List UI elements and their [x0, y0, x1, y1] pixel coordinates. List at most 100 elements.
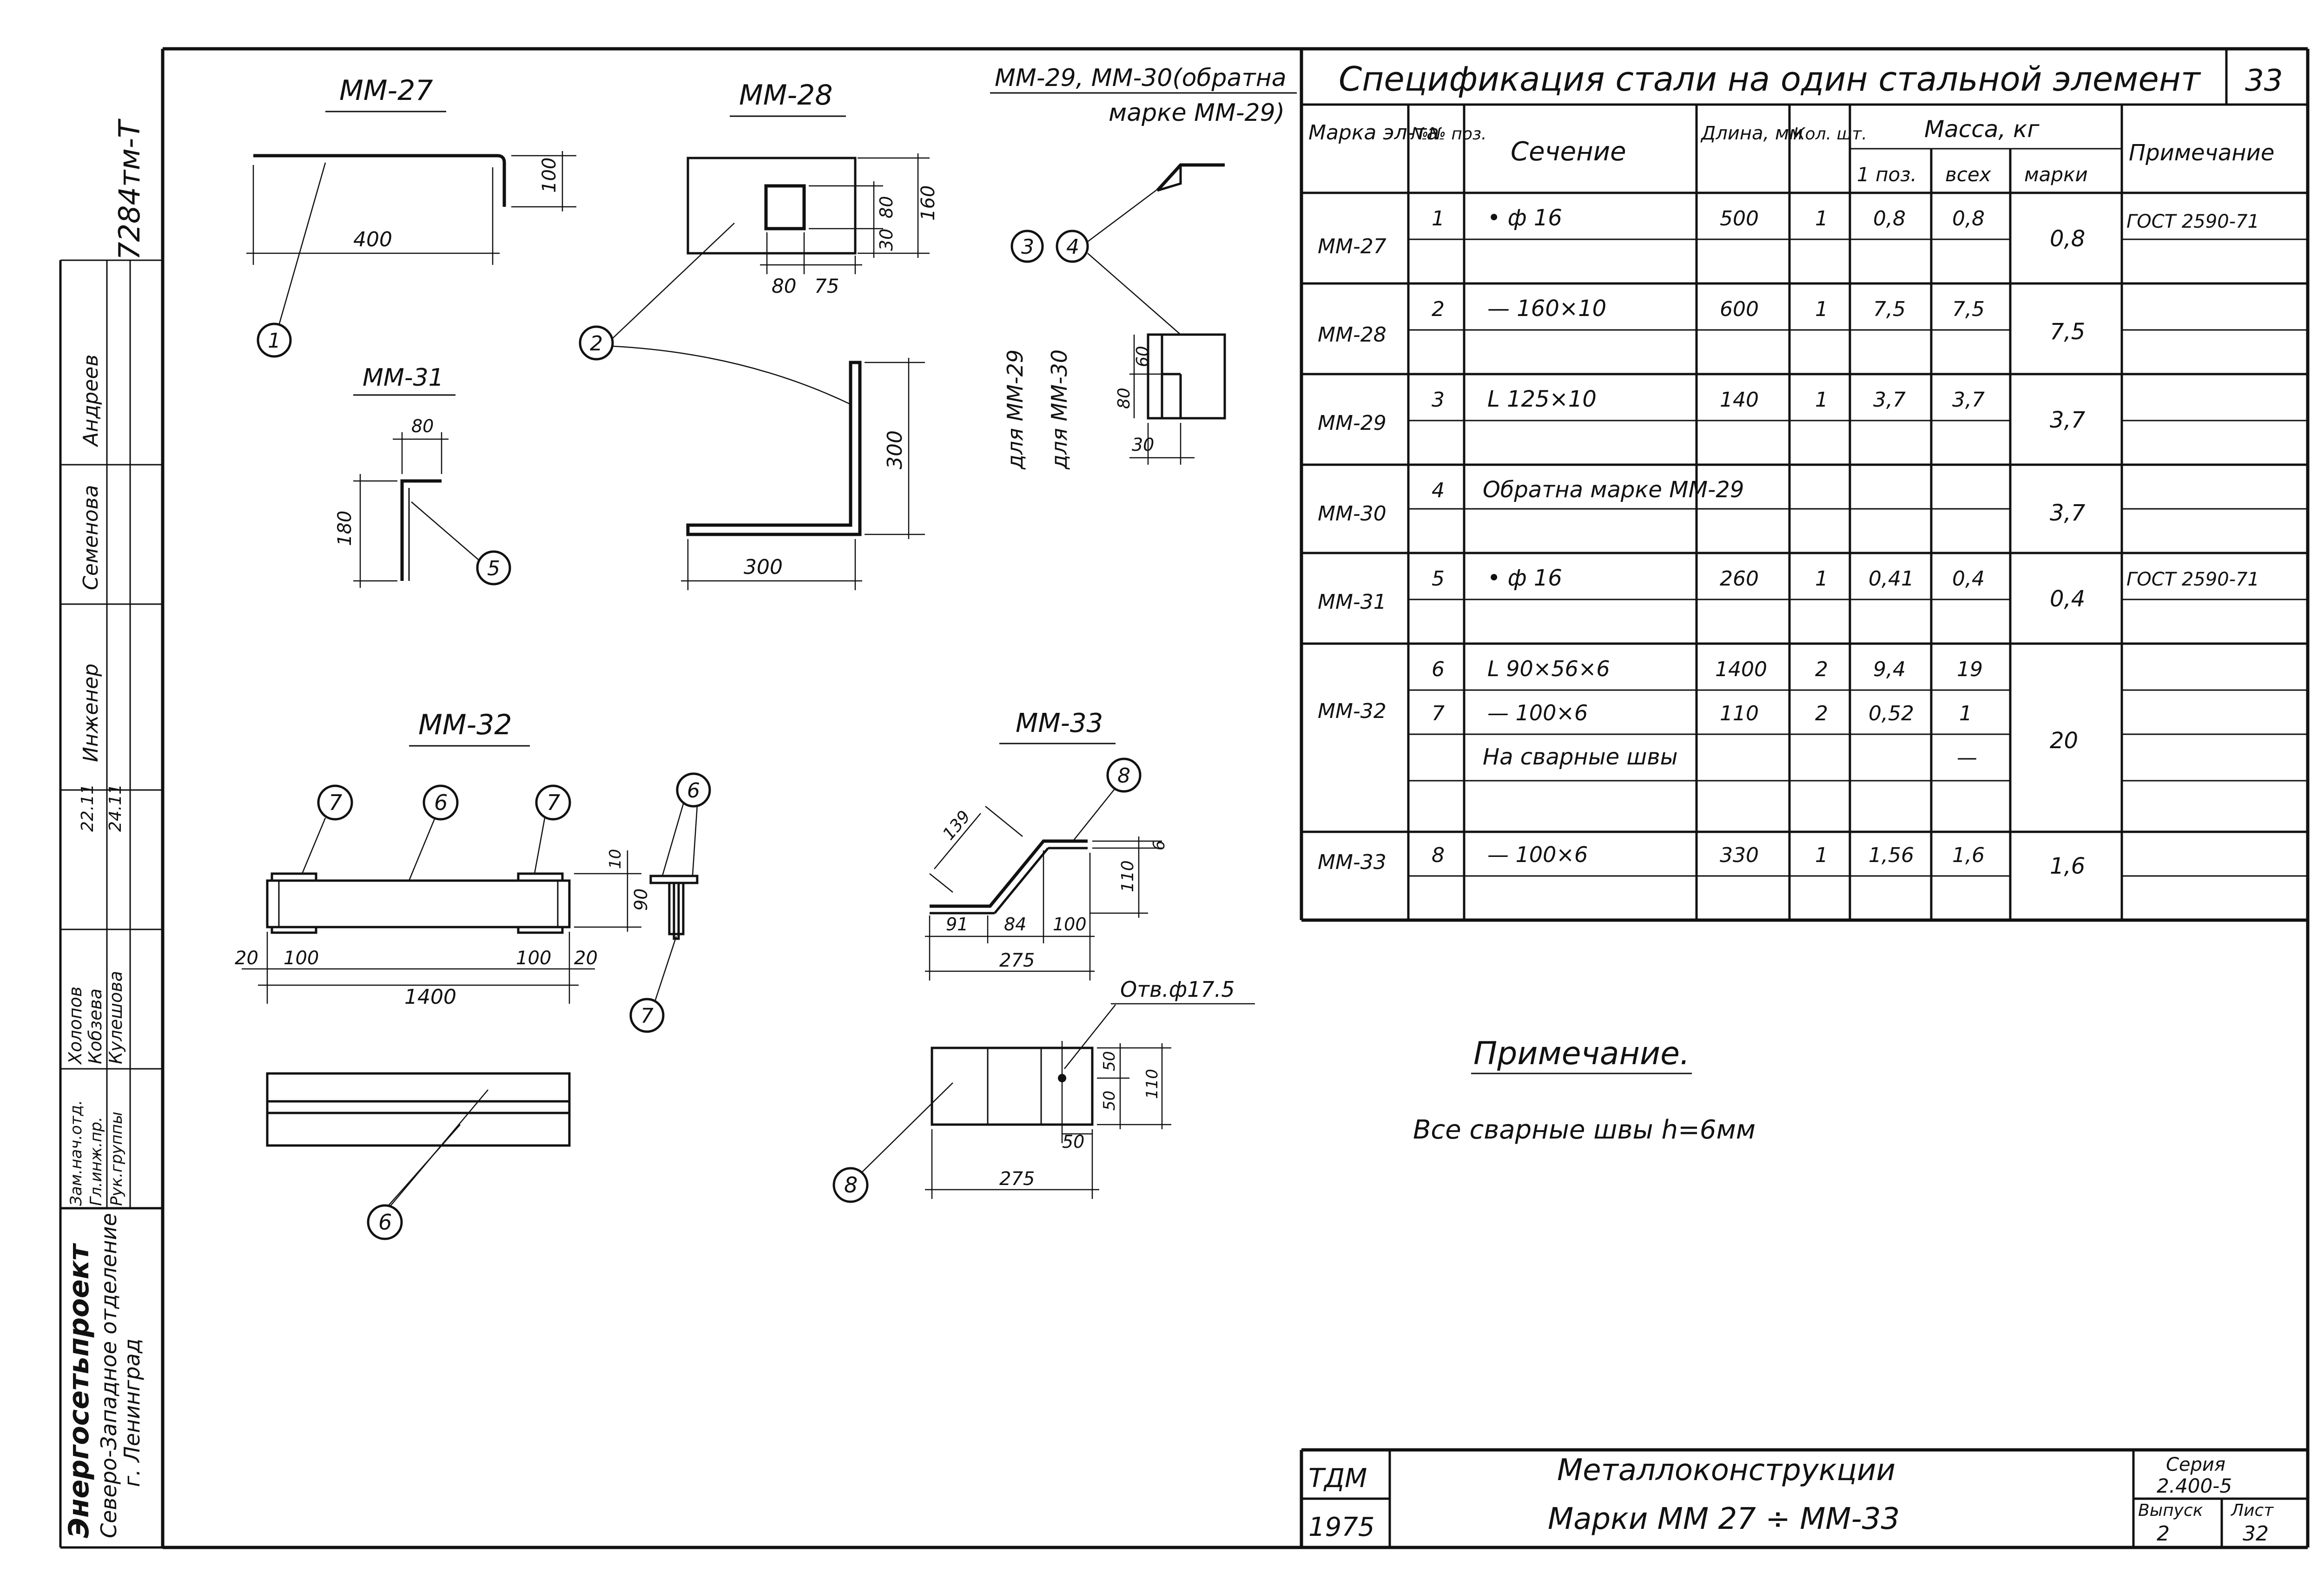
- spec-header-mark-text: Марка эл-та: [1308, 121, 1439, 145]
- mm32-balloon-6: 6: [434, 790, 448, 815]
- tb-series-label: Серия: [2166, 1454, 2225, 1475]
- spec-row-length: 140: [1720, 388, 1759, 412]
- mm31-dim-top: 80: [411, 416, 434, 436]
- spec-header-mass-all: всех: [1945, 163, 1992, 186]
- mm32-dim-total: 1400: [404, 985, 456, 1009]
- mm28-dim-h1: 80: [876, 196, 897, 218]
- spec-header-length: Длина, мм: [1700, 123, 1803, 144]
- mm29-title-1: ММ-29, ММ-30(обратна: [995, 64, 1287, 92]
- spec-row-mass-pos: 0,8: [1873, 207, 1906, 230]
- mm32-balloon-7b: 7: [547, 790, 560, 815]
- mm29-dim-60: 60: [1133, 346, 1152, 367]
- tb-year: 1975: [1308, 1512, 1375, 1542]
- mm27-title: ММ-27: [339, 74, 433, 107]
- side-staff-1: Холопов: [65, 987, 86, 1065]
- side-role-1: Зам.нач.отд.: [67, 1100, 86, 1206]
- mm33-balloon-top: 8: [1117, 764, 1130, 788]
- drawing-mm33: ММ-33 139 8 6 110 91 84 100 275 Отв.ф17.…: [832, 708, 1255, 1203]
- spec-row-mark: ММ-30: [1318, 502, 1386, 526]
- spec-row-pos: 7: [1432, 702, 1445, 725]
- spec-row-mark: ММ-28: [1318, 323, 1386, 347]
- spec-row-pos: 8: [1432, 843, 1445, 867]
- spec-row-qty: 2: [1815, 702, 1828, 725]
- spec-row-mass-all: 7,5: [1952, 297, 1985, 321]
- spec-row-length: 110: [1720, 702, 1759, 725]
- spec-row-section: • ф 16: [1487, 205, 1562, 231]
- general-note: Примечание. Все сварные швы h=6мм: [1413, 1035, 1756, 1145]
- side-org-branch: Северо-Западное отделение: [96, 1213, 121, 1538]
- drawing-mm32: ММ-32 7 6 7 1400 20 100 100 20 90 10: [235, 709, 711, 1240]
- drawing-mm28: ММ-28 80 75 80 30 160 300 300 2: [579, 79, 939, 590]
- spec-row-mass-mark: 0,4: [2050, 586, 2085, 612]
- side-staff-2: Кобзева: [85, 988, 106, 1064]
- table-row: ММ-29 3 L 125×10 140 1 3,7 3,7 3,7: [1318, 386, 2086, 435]
- spec-row-mass-all: 1: [1959, 702, 1972, 725]
- spec-row-mass-all: 3,7: [1952, 388, 1985, 412]
- spec-header-mass-mark: марки: [2024, 163, 2088, 186]
- tb-issue: 2: [2157, 1522, 2170, 1546]
- mm33-dim-50b: 50: [1100, 1091, 1119, 1111]
- spec-header-note: Примечание: [2129, 140, 2274, 166]
- mm33-dim-275b: 275: [999, 1168, 1035, 1190]
- mm33-dim-50c: 50: [1062, 1132, 1084, 1152]
- mm33-title: ММ-33: [1016, 708, 1103, 738]
- spec-row-mass-all: 1,6: [1952, 843, 1985, 867]
- side-role-2: Гл.инж.пр.: [87, 1117, 106, 1206]
- spec-row-mass-all: 0,4: [1952, 567, 1985, 591]
- spec-row-qty: 1: [1815, 388, 1828, 412]
- mm29-balloon-b: 4: [1066, 235, 1079, 259]
- drawing-mm29-mm30: ММ-29, ММ-30(обратна марке ММ-29) для ММ…: [990, 64, 1297, 470]
- tb-sheet: 32: [2243, 1522, 2269, 1546]
- spec-header-mark: Марка эл-та: [1308, 121, 1439, 145]
- spec-header-section: Сечение: [1511, 137, 1626, 167]
- mm31-balloon: 5: [487, 557, 500, 580]
- spec-row-pos: 1: [1432, 207, 1445, 230]
- spec-row-section: На сварные швы: [1483, 744, 1678, 770]
- mm32-dim-h: 90: [631, 889, 651, 911]
- spec-row-length: 1400: [1715, 658, 1767, 681]
- spec-row-pos: 4: [1432, 479, 1445, 502]
- side-doc-number: 7284тм-Т: [112, 118, 146, 260]
- spec-row-section: Обратна марке ММ-29: [1483, 477, 1744, 503]
- spec-row-mass-mark: 20: [2050, 728, 2078, 754]
- spec-row-qty: 1: [1815, 297, 1828, 321]
- mm27-dim-height: 100: [539, 158, 560, 193]
- spec-row-mass-mark: 3,7: [2050, 500, 2086, 526]
- spec-row-mass-pos: 9,4: [1873, 658, 1906, 681]
- spec-row-pos: 6: [1432, 658, 1445, 681]
- mm33-balloon-plan: 8: [844, 1172, 858, 1198]
- spec-row-pos: 2: [1432, 297, 1445, 321]
- mm29-balloon-a: 3: [1021, 235, 1034, 259]
- mm28-dim-horiz: 300: [744, 555, 783, 579]
- spec-row-section: L 125×10: [1487, 386, 1597, 412]
- spec-row-pos: 5: [1432, 567, 1445, 591]
- spec-row-mass-mark: 1,6: [2050, 853, 2085, 879]
- mm32-balloon-7a: 7: [329, 790, 342, 815]
- spec-header-pos: №№ поз.: [1410, 125, 1486, 144]
- mm33-dim-110b: 110: [1143, 1069, 1162, 1099]
- spec-row-mark: ММ-32: [1318, 699, 1386, 723]
- side-signature-1: Андреев: [79, 355, 103, 448]
- table-row: На сварные швы —: [1483, 744, 1977, 770]
- mm32-title: ММ-32: [418, 709, 512, 741]
- mm28-balloon: 2: [590, 332, 603, 355]
- tb-line1: Металлоконструкции: [1557, 1453, 1895, 1488]
- mm32-section-balloon-6: 6: [687, 779, 700, 803]
- spec-row-mass-all: —: [1957, 746, 1977, 770]
- side-signature-4: 22.11: [78, 784, 97, 832]
- mm33-dim-100: 100: [1053, 914, 1087, 935]
- side-signature-2: Семенова: [79, 485, 103, 590]
- mm33-hole-label: Отв.ф17.5: [1120, 977, 1235, 1002]
- spec-row-note: ГОСТ 2590-71: [2126, 569, 2259, 590]
- spec-row-mass-all: 19: [1957, 658, 1983, 681]
- mm32-dim-pad2: 100: [516, 948, 551, 969]
- table-row: ММ-32 6 L 90×56×6 1400 2 9,4 19 20: [1318, 656, 2078, 754]
- spec-row-mass-mark: 0,8: [2050, 226, 2085, 252]
- mm28-dim-h3: 160: [918, 185, 939, 221]
- mm29-title-2: марке ММ-29): [1109, 99, 1285, 127]
- table-row: ММ-30 4 Обратна марке ММ-29 3,7: [1318, 477, 2086, 526]
- spec-row-mass-mark: 7,5: [2050, 319, 2085, 345]
- mm29-dim-80: 80: [1115, 388, 1134, 409]
- side-signature-5: 24.11: [106, 784, 125, 832]
- spec-row-section: • ф 16: [1487, 565, 1562, 591]
